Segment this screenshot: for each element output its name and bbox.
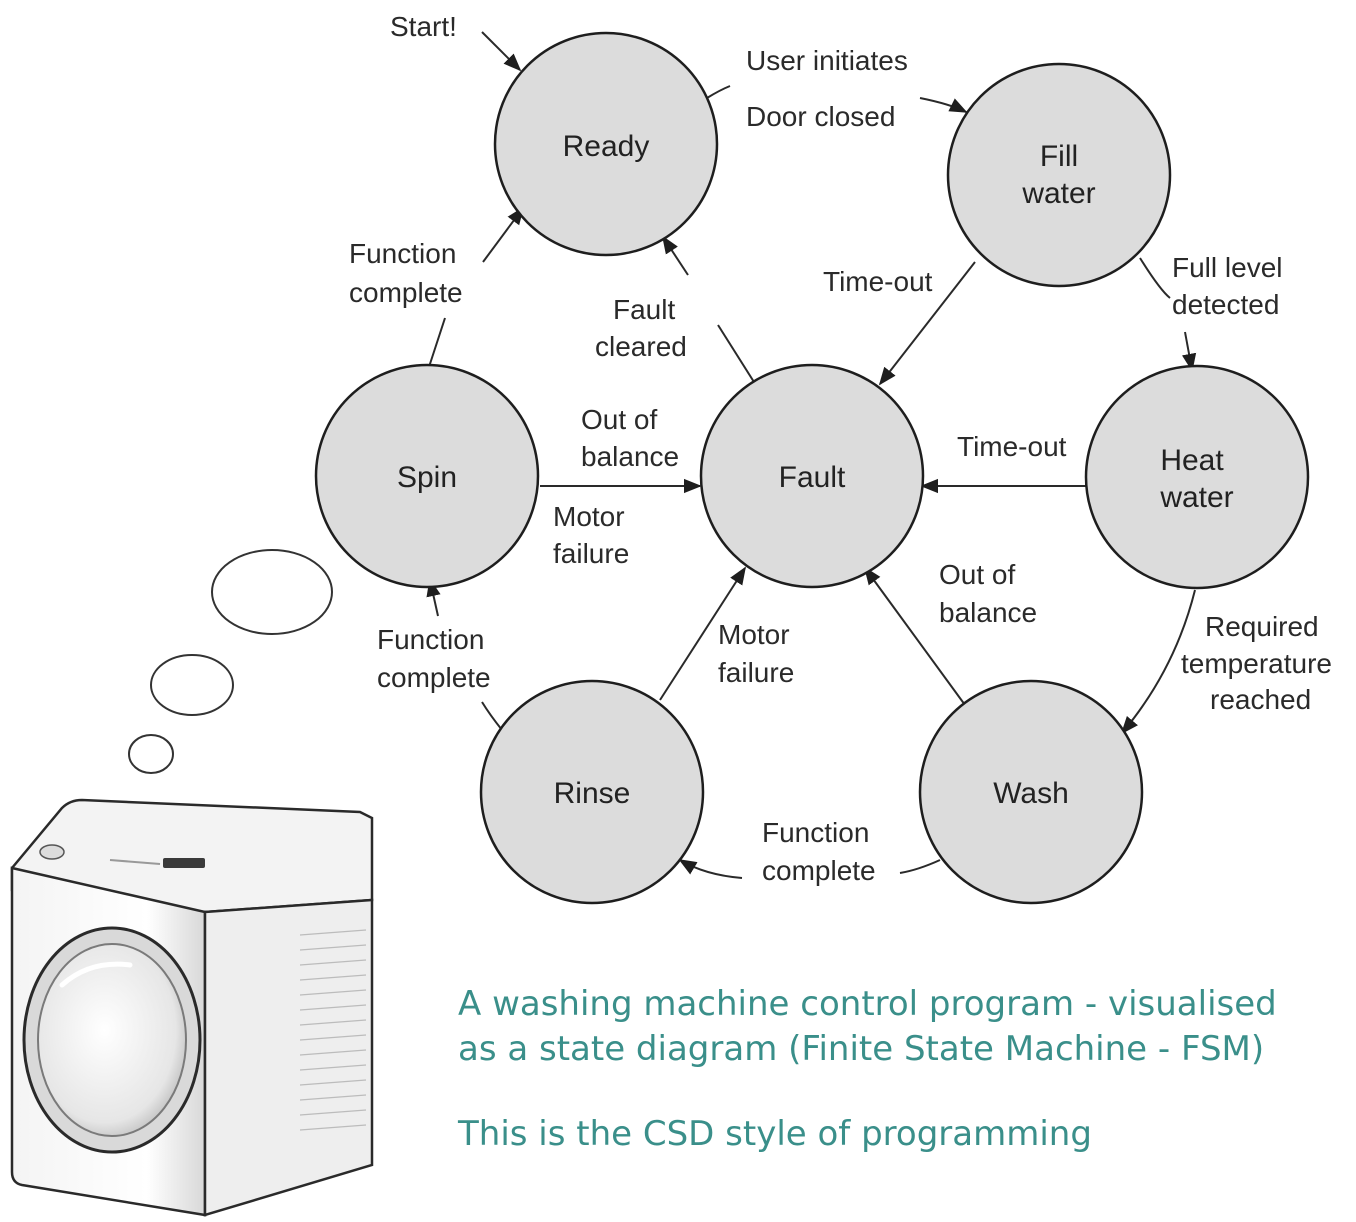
state-wash: Wash [918,679,1144,905]
thought-bubble-small [128,734,174,774]
dial-icon [39,844,65,860]
label-full-level-2: detected [1172,289,1279,320]
state-fault-label: Fault [779,461,846,494]
label-user-initiates: User initiates [746,45,908,76]
state-fill-water: Fill water [946,62,1172,288]
edge-fault-ready-2 [662,235,689,276]
label-fault-cleared-2: cleared [595,331,687,362]
label-spin-fc-1: Function [349,238,456,269]
state-wash-label: Wash [993,777,1069,810]
edge-wash-fault [863,566,966,706]
label-rinse-motor-1: Motor [718,619,790,650]
label-spin-oob-1: Out of [581,404,657,435]
state-heat-label-2: water [1159,481,1233,514]
label-start: Start! [390,11,457,42]
state-ready: Ready [493,31,719,257]
caption-line-2: as a state diagram (Finite State Machine… [458,1029,1264,1069]
state-fault: Fault [699,363,925,589]
edge-fill-heat-arrow [1181,331,1197,372]
label-fault-cleared-1: Fault [613,294,675,325]
caption-line-3: This is the CSD style of programming [457,1114,1092,1154]
edge-ready-fill-1 [706,85,731,99]
label-wash-fc-1: Function [762,817,869,848]
label-spin-motor-2: failure [553,538,629,569]
label-door-closed: Door closed [746,101,895,132]
edge-spin-ready-1 [427,317,446,371]
label-full-level-1: Full level [1172,252,1282,283]
label-fill-timeout: Time-out [823,266,933,297]
label-spin-fc-2: complete [349,277,463,308]
display-panel [163,858,205,868]
door-glass [37,943,187,1137]
state-fill-label-1: Fill [1040,140,1078,173]
edge-spin-ready-2 [482,206,525,263]
edge-wash-rinse-1 [899,859,941,874]
edge-fill-fault [878,261,976,386]
thought-bubbles [128,549,333,774]
label-rinse-motor-2: failure [718,657,794,688]
label-req-temp-3: reached [1210,684,1311,715]
state-heat-water: Heat water [1084,364,1310,590]
state-spin: Spin [314,363,540,589]
state-rinse: Rinse [479,679,705,905]
state-rinse-label: Rinse [554,777,631,810]
state-spin-label: Spin [397,461,457,494]
label-heat-timeout: Time-out [957,431,1067,462]
state-fill-label-2: water [1021,177,1095,210]
thought-bubble-large [211,549,333,635]
thought-bubble-medium [150,654,234,716]
label-wash-oob-1: Out of [939,559,1015,590]
label-req-temp-2: temperature [1181,648,1332,679]
edge-rinse-fault [659,566,746,701]
state-ready-label: Ready [563,130,650,163]
edge-fault-ready-1 [717,324,755,383]
label-req-temp-1: Required [1205,611,1319,642]
edge-wash-rinse-2 [678,859,743,879]
label-wash-fc-2: complete [762,855,876,886]
label-rinse-fc-2: complete [377,662,491,693]
label-wash-oob-2: balance [939,597,1037,628]
label-rinse-fc-1: Function [377,624,484,655]
caption-line-1: A washing machine control program - visu… [458,984,1277,1024]
state-heat-label-1: Heat [1160,444,1224,477]
label-spin-motor-1: Motor [553,501,625,532]
edge-rinse-spin-1 [481,701,503,731]
edge-fill-heat [1139,257,1171,299]
edge-start-ready [481,31,522,72]
label-spin-oob-2: balance [581,441,679,472]
edge-heat-wash [1120,589,1196,735]
washing-machine-illustration [10,798,374,1217]
edge-ready-fill-2 [919,97,968,113]
